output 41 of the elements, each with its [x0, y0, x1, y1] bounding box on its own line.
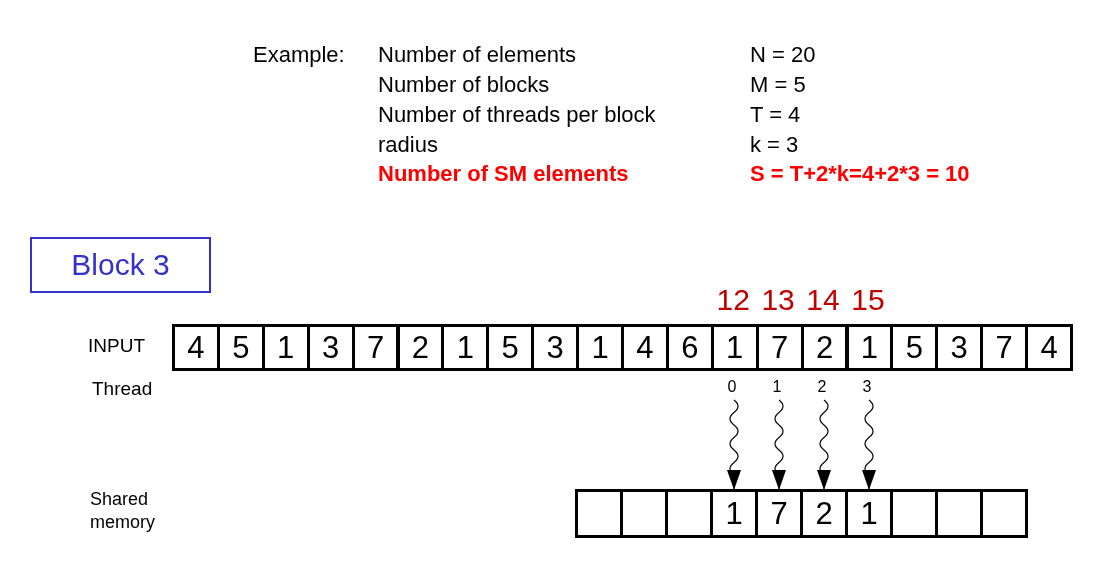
row-label: Shared memory	[90, 488, 156, 533]
index-number: 12	[715, 282, 751, 318]
wavy-arrow	[772, 399, 786, 490]
empty-shared-memory-cell	[620, 489, 668, 538]
shared-memory-cell: 1	[845, 489, 893, 538]
empty-shared-memory-cell	[890, 489, 938, 538]
thread-number: 2	[812, 378, 832, 396]
input-cell: 4	[1025, 324, 1073, 371]
parameter-name: Number of SM elements	[378, 161, 629, 187]
parameter-value: S = T+2*k=4+2*3 = 10	[750, 161, 970, 187]
index-number: 14	[805, 282, 841, 318]
shared-memory-cell: 7	[755, 489, 803, 538]
shared-memory-cell: 2	[800, 489, 848, 538]
wavy-arrow	[862, 399, 876, 490]
shared-memory-cell: 1	[710, 489, 758, 538]
index-number: 15	[850, 282, 886, 318]
empty-shared-memory-cell	[935, 489, 983, 538]
parameter-name: radius	[378, 132, 438, 158]
parameter-name: Number of threads per block	[378, 102, 656, 128]
parameter-value: N = 20	[750, 42, 816, 68]
parameter-name: Number of elements	[378, 42, 577, 68]
thread-number: 0	[722, 378, 742, 396]
block-label-box: Block 3	[30, 237, 211, 293]
wavy-arrow	[817, 399, 831, 490]
example-heading: Example:	[253, 42, 345, 68]
index-number: 13	[760, 282, 796, 318]
wavy-arrow	[727, 399, 741, 490]
row-label: INPUT	[88, 335, 145, 357]
parameter-name: Number of blocks	[378, 72, 550, 98]
empty-shared-memory-cell	[665, 489, 713, 538]
parameter-value: M = 5	[750, 72, 806, 98]
thread-number: 1	[767, 378, 787, 396]
input-cell: 4	[172, 324, 220, 371]
thread-number: 3	[857, 378, 877, 396]
parameter-value: T = 4	[750, 102, 801, 128]
input-cell: 1	[576, 324, 624, 371]
parameter-value: k = 3	[750, 132, 799, 158]
row-label: Thread	[92, 378, 153, 400]
empty-shared-memory-cell	[980, 489, 1028, 538]
input-cell: 4	[621, 324, 669, 371]
empty-shared-memory-cell	[575, 489, 623, 538]
